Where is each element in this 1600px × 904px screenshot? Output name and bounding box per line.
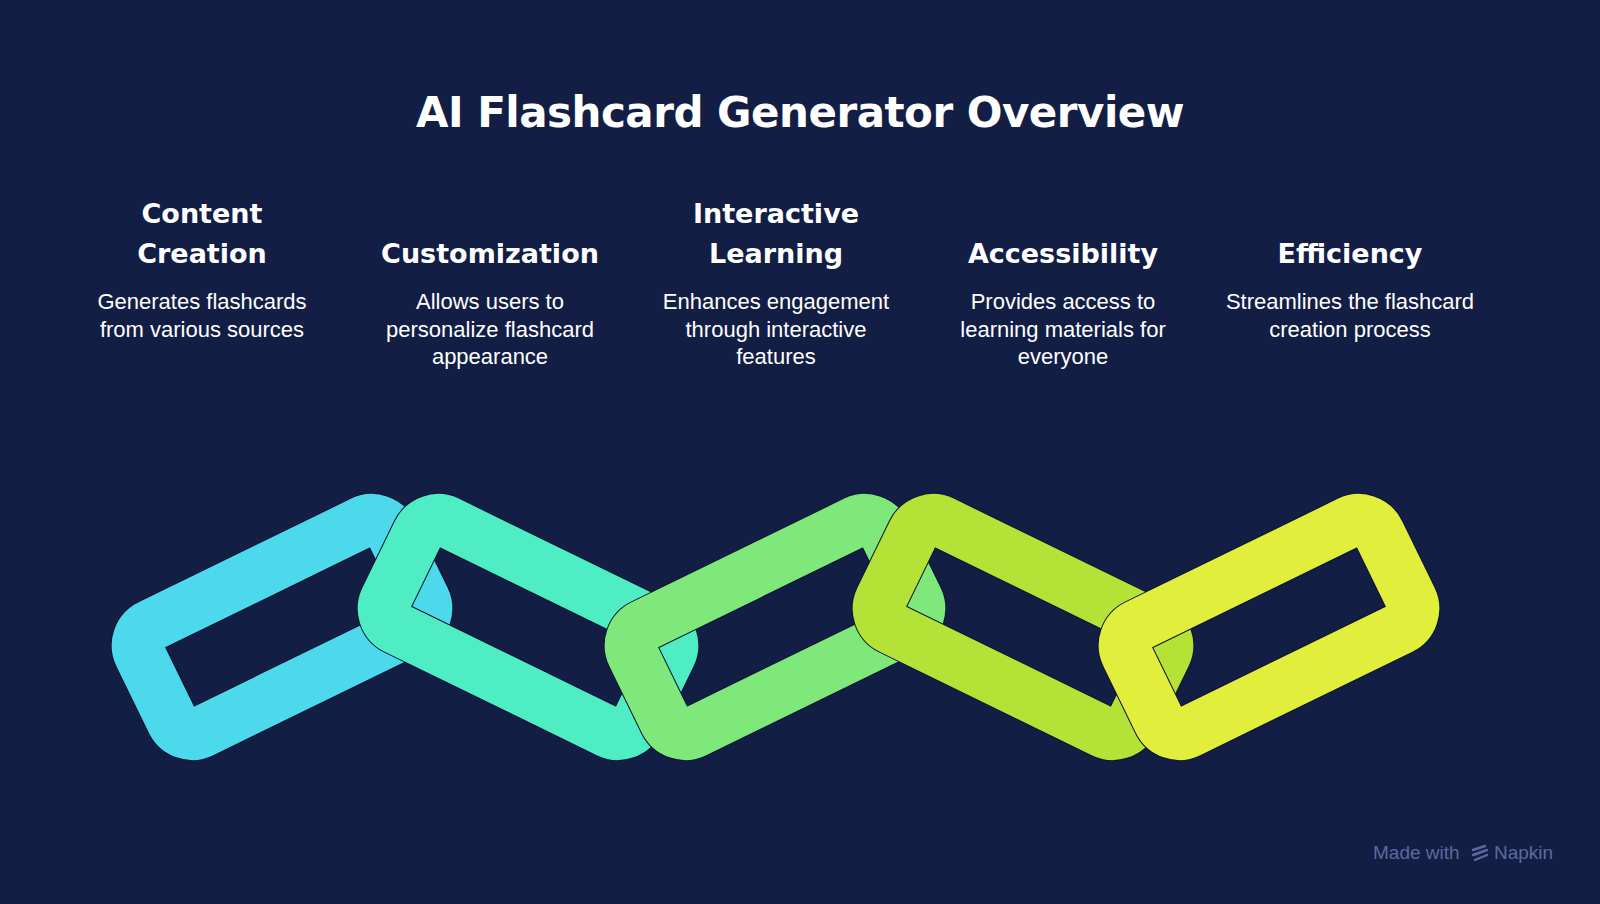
chain-link-node: Interactive LearningEnhances engagement … bbox=[651, 188, 901, 788]
node-heading: Interactive Learning bbox=[651, 194, 901, 274]
node-description: Enhances engagement through interactive … bbox=[651, 288, 901, 371]
diagram-title: AI Flashcard Generator Overview bbox=[0, 88, 1600, 137]
node-description: Generates flashcards from various source… bbox=[77, 288, 327, 343]
napkin-logo bbox=[1470, 844, 1490, 864]
node-description: Streamlines the flashcard creation proce… bbox=[1225, 288, 1475, 343]
chain-link-shape bbox=[1059, 457, 1479, 797]
link-ring bbox=[1117, 513, 1420, 742]
node-heading: Accessibility bbox=[968, 234, 1158, 274]
watermark-text: Made with bbox=[1373, 842, 1460, 864]
chain-link-node: CustomizationAllows users to personalize… bbox=[365, 188, 615, 788]
node-heading: Content Creation bbox=[77, 194, 327, 274]
node-description: Allows users to personalize flashcard ap… bbox=[365, 288, 615, 371]
heading-box: Customization bbox=[365, 188, 615, 274]
node-description: Provides access to learning materials fo… bbox=[938, 288, 1188, 371]
heading-box: Efficiency bbox=[1225, 188, 1475, 274]
chain-link-node: EfficiencyStreamlines the flashcard crea… bbox=[1225, 188, 1475, 788]
heading-box: Accessibility bbox=[938, 188, 1188, 274]
link-outline bbox=[1117, 513, 1420, 742]
heading-box: Content Creation bbox=[77, 188, 327, 274]
node-heading: Efficiency bbox=[1278, 234, 1423, 274]
watermark-text: Napkin bbox=[1494, 842, 1553, 864]
heading-box: Interactive Learning bbox=[651, 188, 901, 274]
node-heading: Customization bbox=[381, 234, 599, 274]
chain-link-node: Content CreationGenerates flashcards fro… bbox=[77, 188, 327, 788]
